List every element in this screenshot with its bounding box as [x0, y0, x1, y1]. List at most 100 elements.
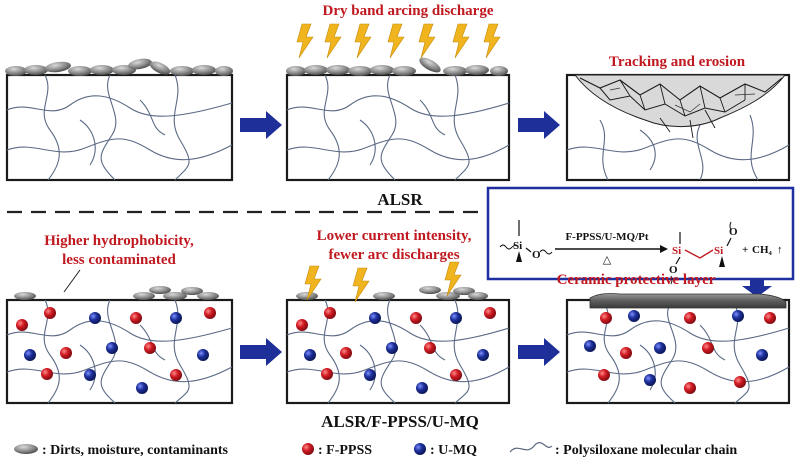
label-higher-hydrophobicity: Higher hydrophobicity, — [44, 233, 194, 249]
arrow-down — [742, 279, 772, 297]
methane-label: CH₄ — [752, 244, 773, 256]
umq-particle — [644, 374, 656, 386]
arrow-right-3 — [240, 338, 282, 366]
polymer-chains — [566, 114, 790, 181]
reaction-box — [486, 186, 795, 281]
legend-chain: : Polysiloxane molecular chain — [555, 443, 737, 458]
umq-particle — [304, 349, 316, 361]
lightning-icon — [418, 23, 436, 59]
fppss-particle — [620, 347, 632, 359]
fppss-particle — [702, 342, 714, 354]
si-atom: Si — [513, 240, 522, 252]
label-tracking-erosion: Tracking and erosion — [609, 54, 746, 70]
umq-particle — [584, 340, 596, 352]
umq-particle — [364, 369, 376, 381]
o-atom-product-left: O — [669, 264, 678, 276]
fppss-particle — [684, 312, 696, 324]
label-ceramic-layer: Ceramic protective layer — [557, 272, 716, 288]
polymer-chains — [6, 74, 233, 181]
lightning-icon — [483, 23, 501, 59]
arc-bolts — [296, 23, 501, 59]
label-lower-current: Lower current intensity, — [317, 228, 472, 244]
si-atom-product-right: Si — [714, 245, 723, 257]
panel-composite-contaminated — [5, 269, 234, 405]
fppss-particle — [340, 347, 352, 359]
umq-particle — [732, 310, 744, 322]
umq-particle — [170, 312, 182, 324]
eroded-surface — [573, 74, 787, 139]
fppss-particle — [324, 307, 336, 319]
fppss-particle — [764, 312, 776, 324]
chain-legend-icon — [509, 442, 553, 453]
lightning-icon — [324, 23, 342, 59]
fppss-particle — [410, 312, 422, 324]
arrow-right-4 — [518, 338, 560, 366]
panel-ceramic-protected — [565, 293, 791, 405]
label-composite: ALSR/F-PPSS/U-MQ — [321, 412, 479, 431]
umq-particle — [106, 342, 118, 354]
dirt-layer — [296, 286, 488, 300]
si-atom-product-left: Si — [672, 245, 681, 257]
umq-particle — [89, 312, 101, 324]
fppss-particle — [130, 312, 142, 324]
lightning-icon — [354, 23, 372, 59]
dirt-legend-icon — [14, 444, 38, 454]
fppss-particle — [600, 312, 612, 324]
o-atom-product-right: O — [729, 226, 738, 238]
particles — [584, 310, 776, 394]
fppss-particle — [684, 382, 696, 394]
fppss-particle — [450, 369, 462, 381]
fppss-particle — [144, 342, 156, 354]
umq-particle — [416, 382, 428, 394]
plus-sign: + — [742, 244, 748, 256]
fppss-particle — [44, 307, 56, 319]
dirt-layer — [5, 58, 233, 76]
leader-line — [63, 269, 81, 293]
ceramic-layer — [589, 293, 787, 309]
arrow-right-1 — [240, 111, 282, 139]
lightning-icon — [387, 23, 405, 59]
umq-particle — [369, 312, 381, 324]
fppss-particle — [484, 307, 496, 319]
reagent-label: F-PPSS/U-MQ/Pt — [565, 231, 648, 243]
panel-tracking-erosion — [565, 73, 791, 182]
fppss-particle — [41, 368, 53, 380]
umq-particle — [450, 312, 462, 324]
panel-alsr-contaminated — [5, 58, 234, 182]
arrow-right-2 — [518, 111, 560, 139]
legend-fppss: : F-PPSS — [318, 443, 372, 458]
particles — [16, 307, 216, 394]
legend-umq: : U-MQ — [430, 443, 477, 458]
umq-particle — [628, 310, 640, 322]
heat-symbol: △ — [603, 254, 612, 266]
panel-alsr-arcing — [285, 23, 511, 182]
fppss-particle — [296, 319, 308, 331]
fppss-particle — [321, 368, 333, 380]
reaction-scheme: Si O F-PPSS/U-MQ/Pt △ Si O Si O + CH₄ ↑ — [486, 186, 795, 285]
fppss-particle — [734, 376, 746, 388]
gas-evolution-arrow: ↑ — [777, 244, 783, 256]
umq-particle — [477, 349, 489, 361]
lightning-icon — [352, 267, 370, 303]
umq-particle — [197, 349, 209, 361]
label-dry-band-arcing: Dry band arcing discharge — [323, 3, 494, 19]
dirt-layer — [14, 286, 219, 300]
umq-legend-icon — [414, 443, 426, 455]
fppss-particle — [60, 347, 72, 359]
umq-particle — [386, 342, 398, 354]
legend: : Dirts, moisture, contaminants : F-PPSS… — [14, 442, 737, 458]
umq-particle — [136, 382, 148, 394]
fppss-particle — [424, 342, 436, 354]
fppss-particle — [170, 369, 182, 381]
umq-particle — [756, 349, 768, 361]
o-atom: O — [532, 249, 541, 261]
panel-composite-arcing — [285, 261, 511, 405]
fppss-legend-icon — [302, 443, 314, 455]
dirt-layer — [286, 57, 508, 76]
polymer-chains — [286, 74, 510, 181]
umq-particle — [84, 369, 96, 381]
label-alsr: ALSR — [377, 190, 423, 209]
fppss-particle — [598, 369, 610, 381]
fppss-particle — [204, 307, 216, 319]
